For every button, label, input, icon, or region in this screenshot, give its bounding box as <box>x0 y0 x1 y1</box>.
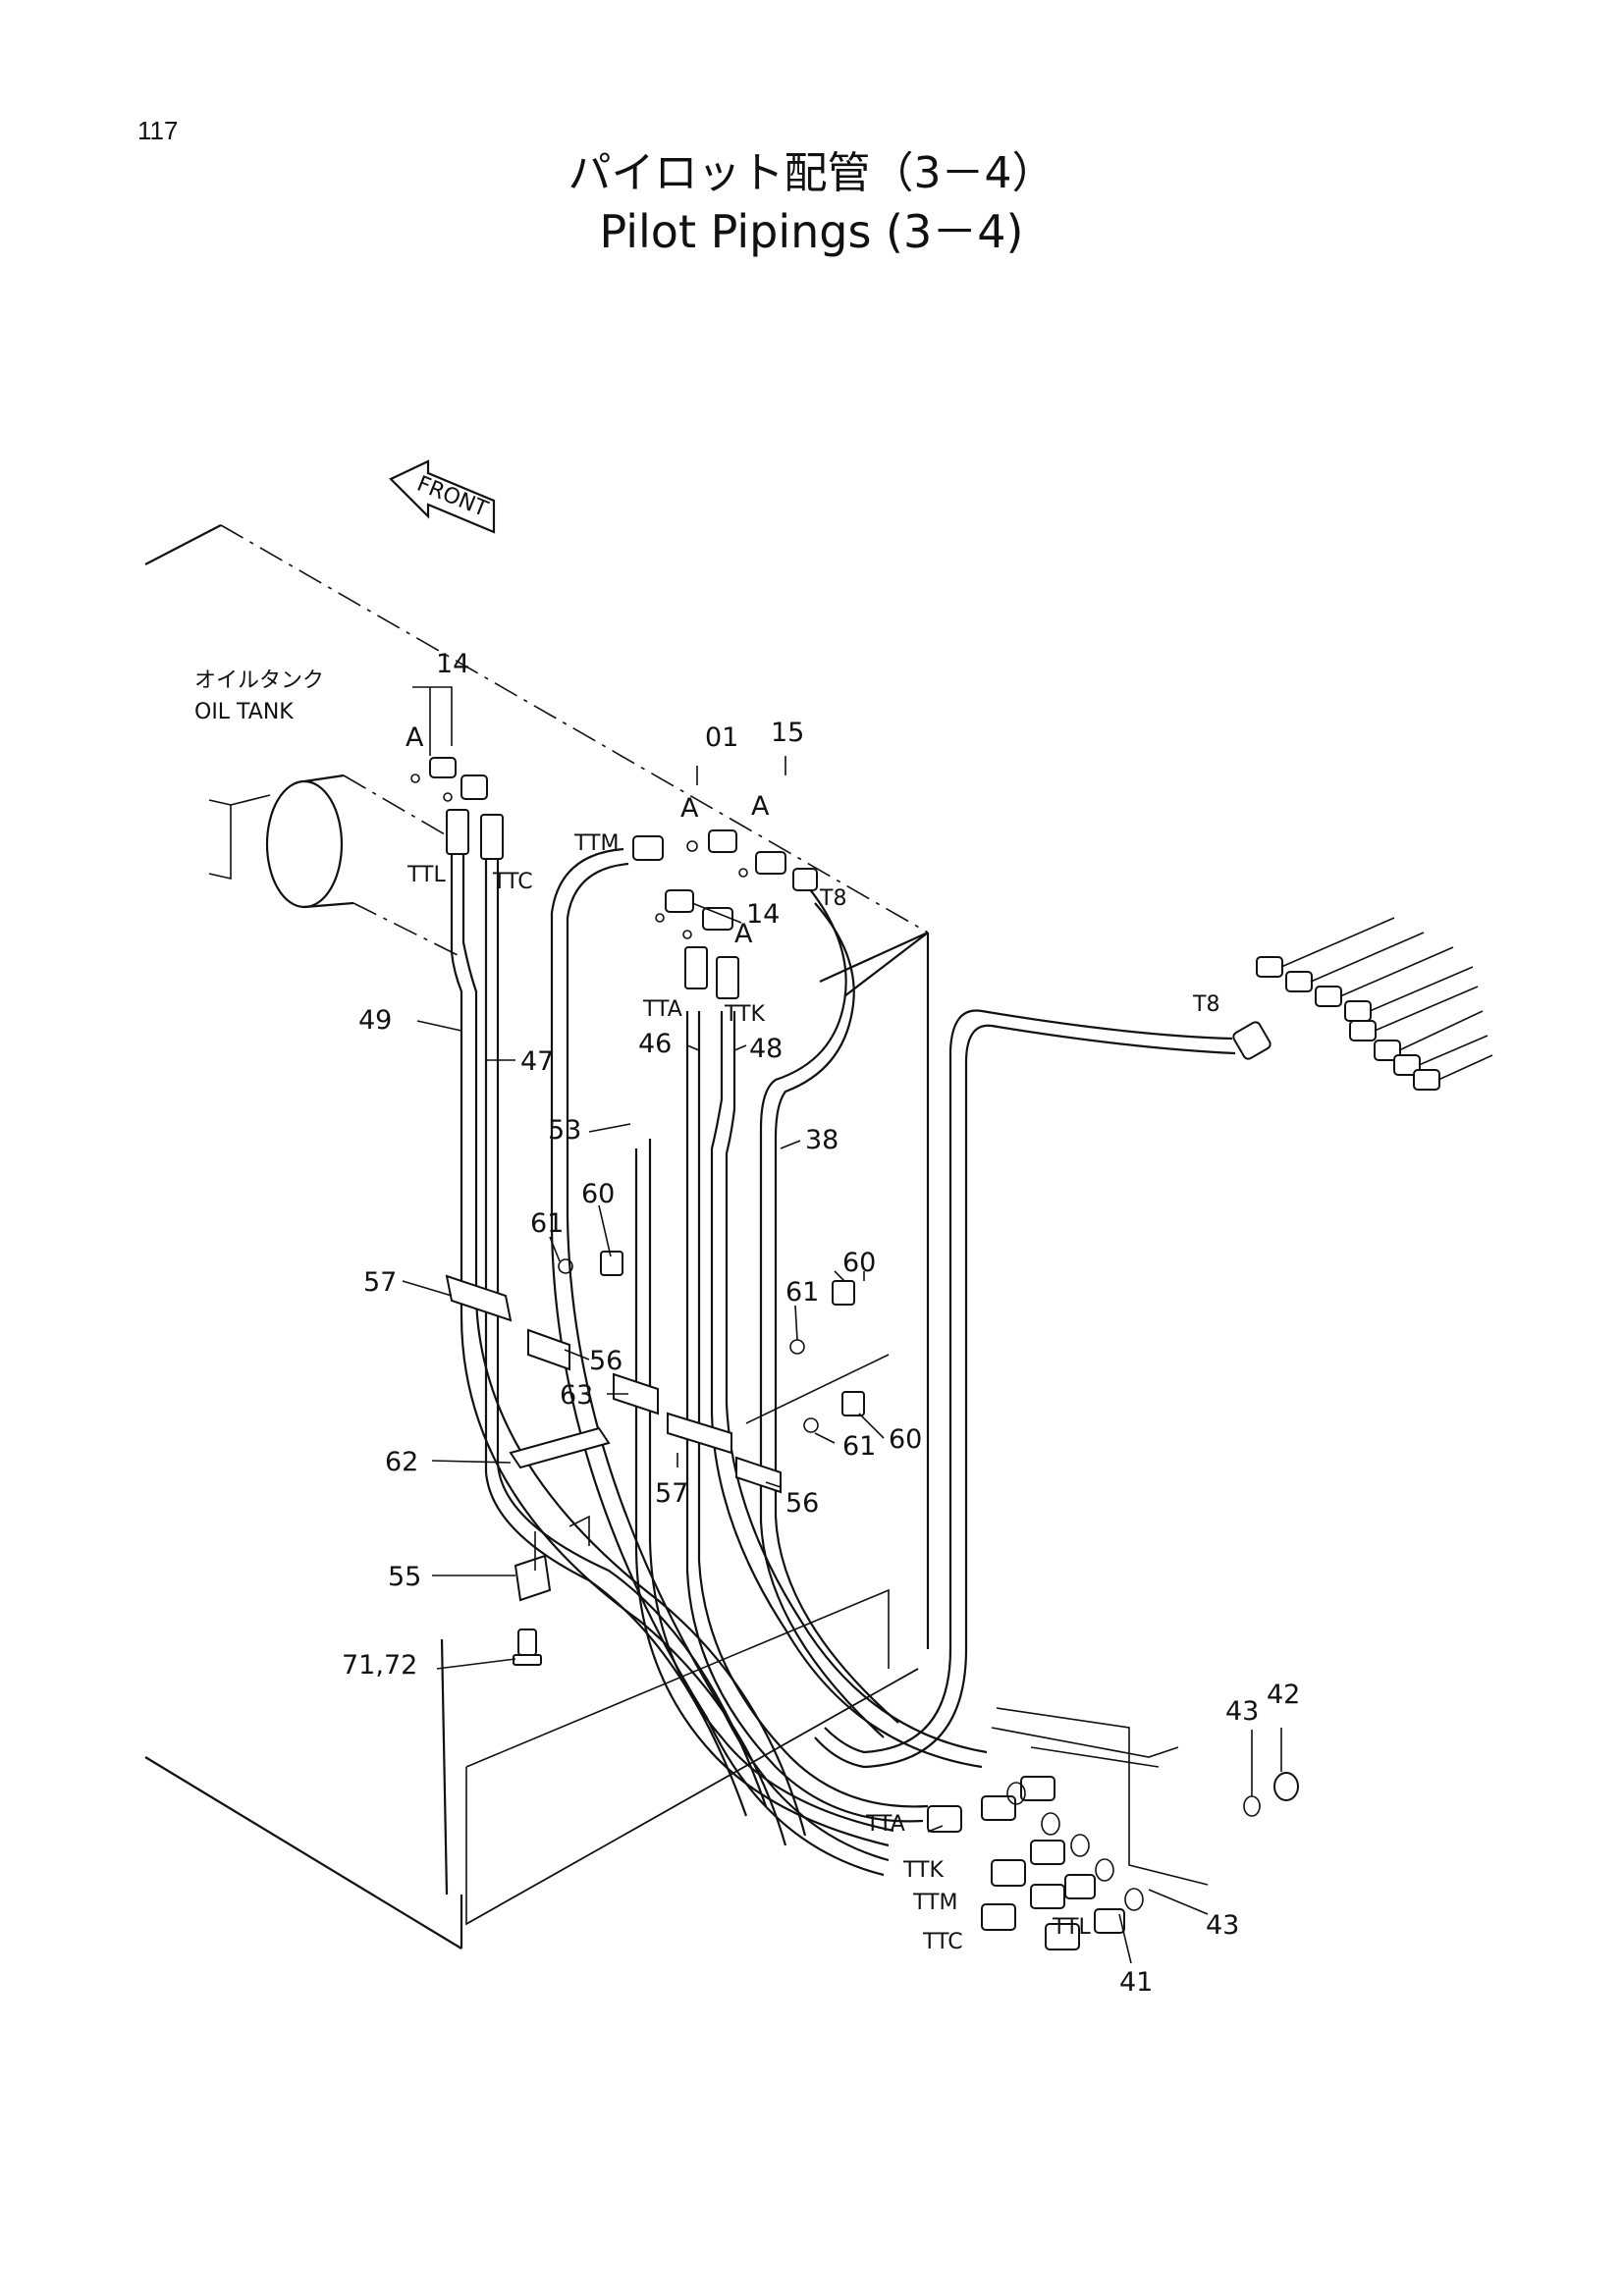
port-ttm-bottom: TTM <box>912 1891 957 1915</box>
port-t8-right: T8 <box>1192 992 1219 1017</box>
pipe-47 <box>484 854 768 1817</box>
port-ttl-top: TTL <box>406 863 446 887</box>
port-t8-top: T8 <box>819 886 846 911</box>
leader-lines <box>402 686 1282 1964</box>
callout-60-b: 60 <box>842 1248 876 1278</box>
callout-62: 62 <box>385 1447 418 1477</box>
port-ttc-bottom: TTC <box>922 1930 963 1954</box>
oil-tank-label: オイルタンク OIL TANK <box>194 668 324 724</box>
callout-53: 53 <box>548 1115 581 1146</box>
callout-46: 46 <box>638 1029 672 1059</box>
callout-labels: 14 A 01 15 A A 14 A 49 47 46 48 53 38 60… <box>342 649 1300 1998</box>
callout-57-a: 57 <box>363 1267 397 1298</box>
callout-56-a: 56 <box>589 1346 622 1376</box>
callout-60-a: 60 <box>581 1179 615 1209</box>
port-ttl-bottom: TTL <box>1052 1915 1091 1940</box>
callout-48: 48 <box>749 1034 783 1064</box>
fittings-14-center <box>655 889 739 999</box>
port-tta-bottom: TTA <box>865 1812 905 1837</box>
callout-38: 38 <box>805 1125 839 1155</box>
tank-cylinder <box>208 774 462 958</box>
callout-14-center: 14 <box>746 899 780 930</box>
callout-47: 47 <box>520 1046 554 1077</box>
callout-42: 42 <box>1267 1680 1300 1710</box>
callout-60-c: 60 <box>889 1424 922 1455</box>
callout-43-top: 43 <box>1225 1696 1259 1727</box>
pipe-38 <box>759 882 899 1738</box>
port-labels: TTL TTC TTM TTA TTK T8 T8 TTA TTK TTM TT… <box>406 831 1219 1954</box>
port-tta-top: TTA <box>642 997 682 1022</box>
oil-tank-en: OIL TANK <box>194 700 294 724</box>
callout-56-b: 56 <box>785 1488 819 1519</box>
fittings-14-left <box>410 757 504 860</box>
callout-01: 01 <box>705 722 738 753</box>
pipe-46 <box>685 1011 929 1823</box>
callout-63: 63 <box>560 1380 593 1411</box>
callout-43-bottom: 43 <box>1206 1910 1239 1941</box>
port-ttc-top: TTC <box>492 870 533 894</box>
callout-61-b: 61 <box>785 1277 819 1308</box>
callout-15: 15 <box>771 718 804 748</box>
callout-41: 41 <box>1119 1967 1153 1998</box>
callout-55: 55 <box>388 1562 421 1592</box>
cut-hoses-right <box>1232 917 1493 1091</box>
port-ttk-bottom: TTK <box>902 1858 944 1883</box>
page-number: 117 <box>137 116 179 145</box>
pipe-t8 <box>814 1009 1236 1769</box>
bolts-washers <box>513 1251 865 1666</box>
callout-49: 49 <box>358 1005 392 1036</box>
front-arrow: FRONT <box>389 459 496 534</box>
callout-61-a: 61 <box>530 1208 564 1239</box>
callout-14-left: 14 <box>436 649 469 679</box>
oil-tank-ja: オイルタンク <box>194 668 324 693</box>
valve-block-connectors <box>927 1707 1299 1950</box>
pipe-48 <box>710 1011 988 1769</box>
callout-a-3: A <box>751 791 770 822</box>
oil-tank-outline <box>144 524 930 1949</box>
port-ttm-top: TTM <box>573 831 619 856</box>
title-english: Pilot Pipings (3－4) <box>599 205 1024 258</box>
callout-61-c: 61 <box>842 1431 876 1462</box>
fittings-01-15 <box>632 829 818 891</box>
callout-a-2: A <box>680 793 699 824</box>
pipe-53 <box>550 847 894 1877</box>
callout-57-b: 57 <box>655 1478 688 1509</box>
callout-a-4: A <box>734 919 753 949</box>
callout-71-72: 71,72 <box>342 1650 417 1681</box>
callout-a-1: A <box>406 722 424 753</box>
title-japanese: パイロット配管（3－4） <box>568 148 1055 198</box>
port-ttk-top: TTK <box>724 1002 765 1027</box>
